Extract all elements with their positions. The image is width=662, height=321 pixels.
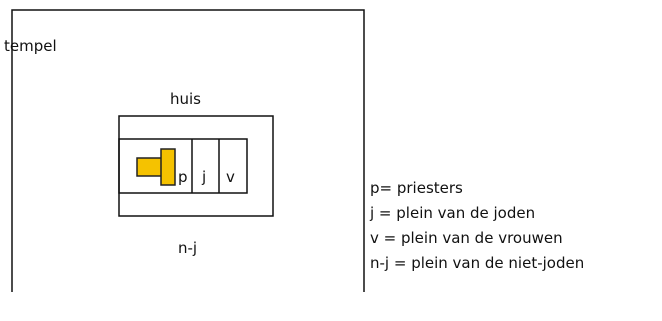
altar-base — [136, 157, 164, 177]
label-v: v — [226, 168, 235, 186]
legend: p= priesters j = plein van de joden v = … — [370, 176, 584, 276]
label-j: j — [201, 168, 206, 186]
legend-item-v: v = plein van de vrouwen — [370, 229, 563, 247]
legend-item-n-j: n-j = plein van de niet-joden — [370, 254, 585, 272]
house-label: huis — [170, 90, 201, 108]
temple-boundary — [11, 9, 365, 292]
temple-label: tempel — [4, 37, 57, 55]
inner-compartment — [118, 138, 248, 194]
legend-item-j: j = plein van de joden — [370, 204, 536, 222]
label-p: p — [178, 168, 188, 186]
non-jews-label: n-j — [178, 239, 197, 257]
altar-top — [160, 148, 176, 186]
legend-item-p: p= priesters — [370, 179, 463, 197]
